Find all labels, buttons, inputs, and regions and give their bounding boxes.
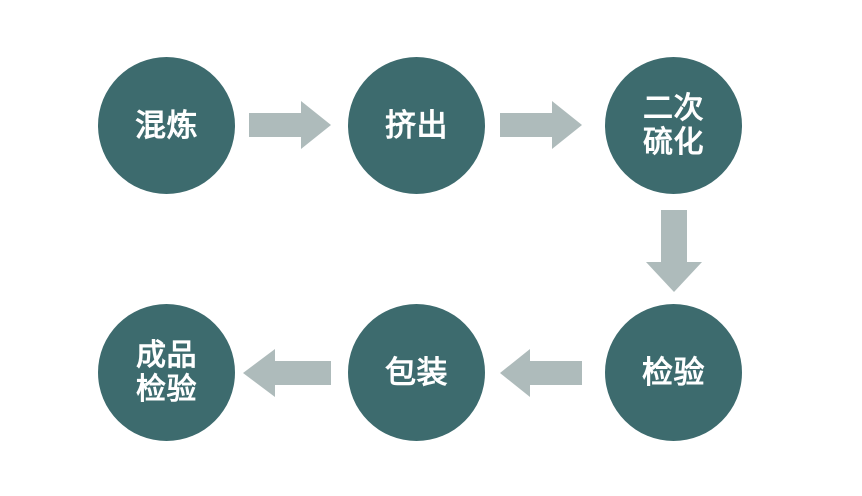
process-node-label: 二次 硫化 [643,91,704,159]
flow-arrow-right-extrusion-to-vulcanization [500,101,582,149]
process-node-packaging[interactable]: 包装 [348,304,485,441]
flow-arrow-left-packaging-to-final-inspection [243,349,331,397]
process-node-label: 包装 [385,354,448,390]
process-node-label: 混炼 [135,107,198,143]
process-node-secondary-vulcanization[interactable]: 二次 硫化 [605,57,742,194]
process-node-label: 挤出 [385,107,448,143]
process-node-extrusion[interactable]: 挤出 [348,57,485,194]
process-node-final-product-inspection[interactable]: 成品 检验 [98,304,235,441]
process-node-mixing[interactable]: 混炼 [98,57,235,194]
flow-arrow-down-vulcanization-to-inspection [646,210,702,292]
process-node-inspection[interactable]: 检验 [605,304,742,441]
flow-arrow-right-mixing-to-extrusion [249,101,331,149]
process-node-label: 检验 [642,354,705,390]
process-node-label: 成品 检验 [136,338,197,406]
flow-arrow-left-inspection-to-packaging [500,349,582,397]
